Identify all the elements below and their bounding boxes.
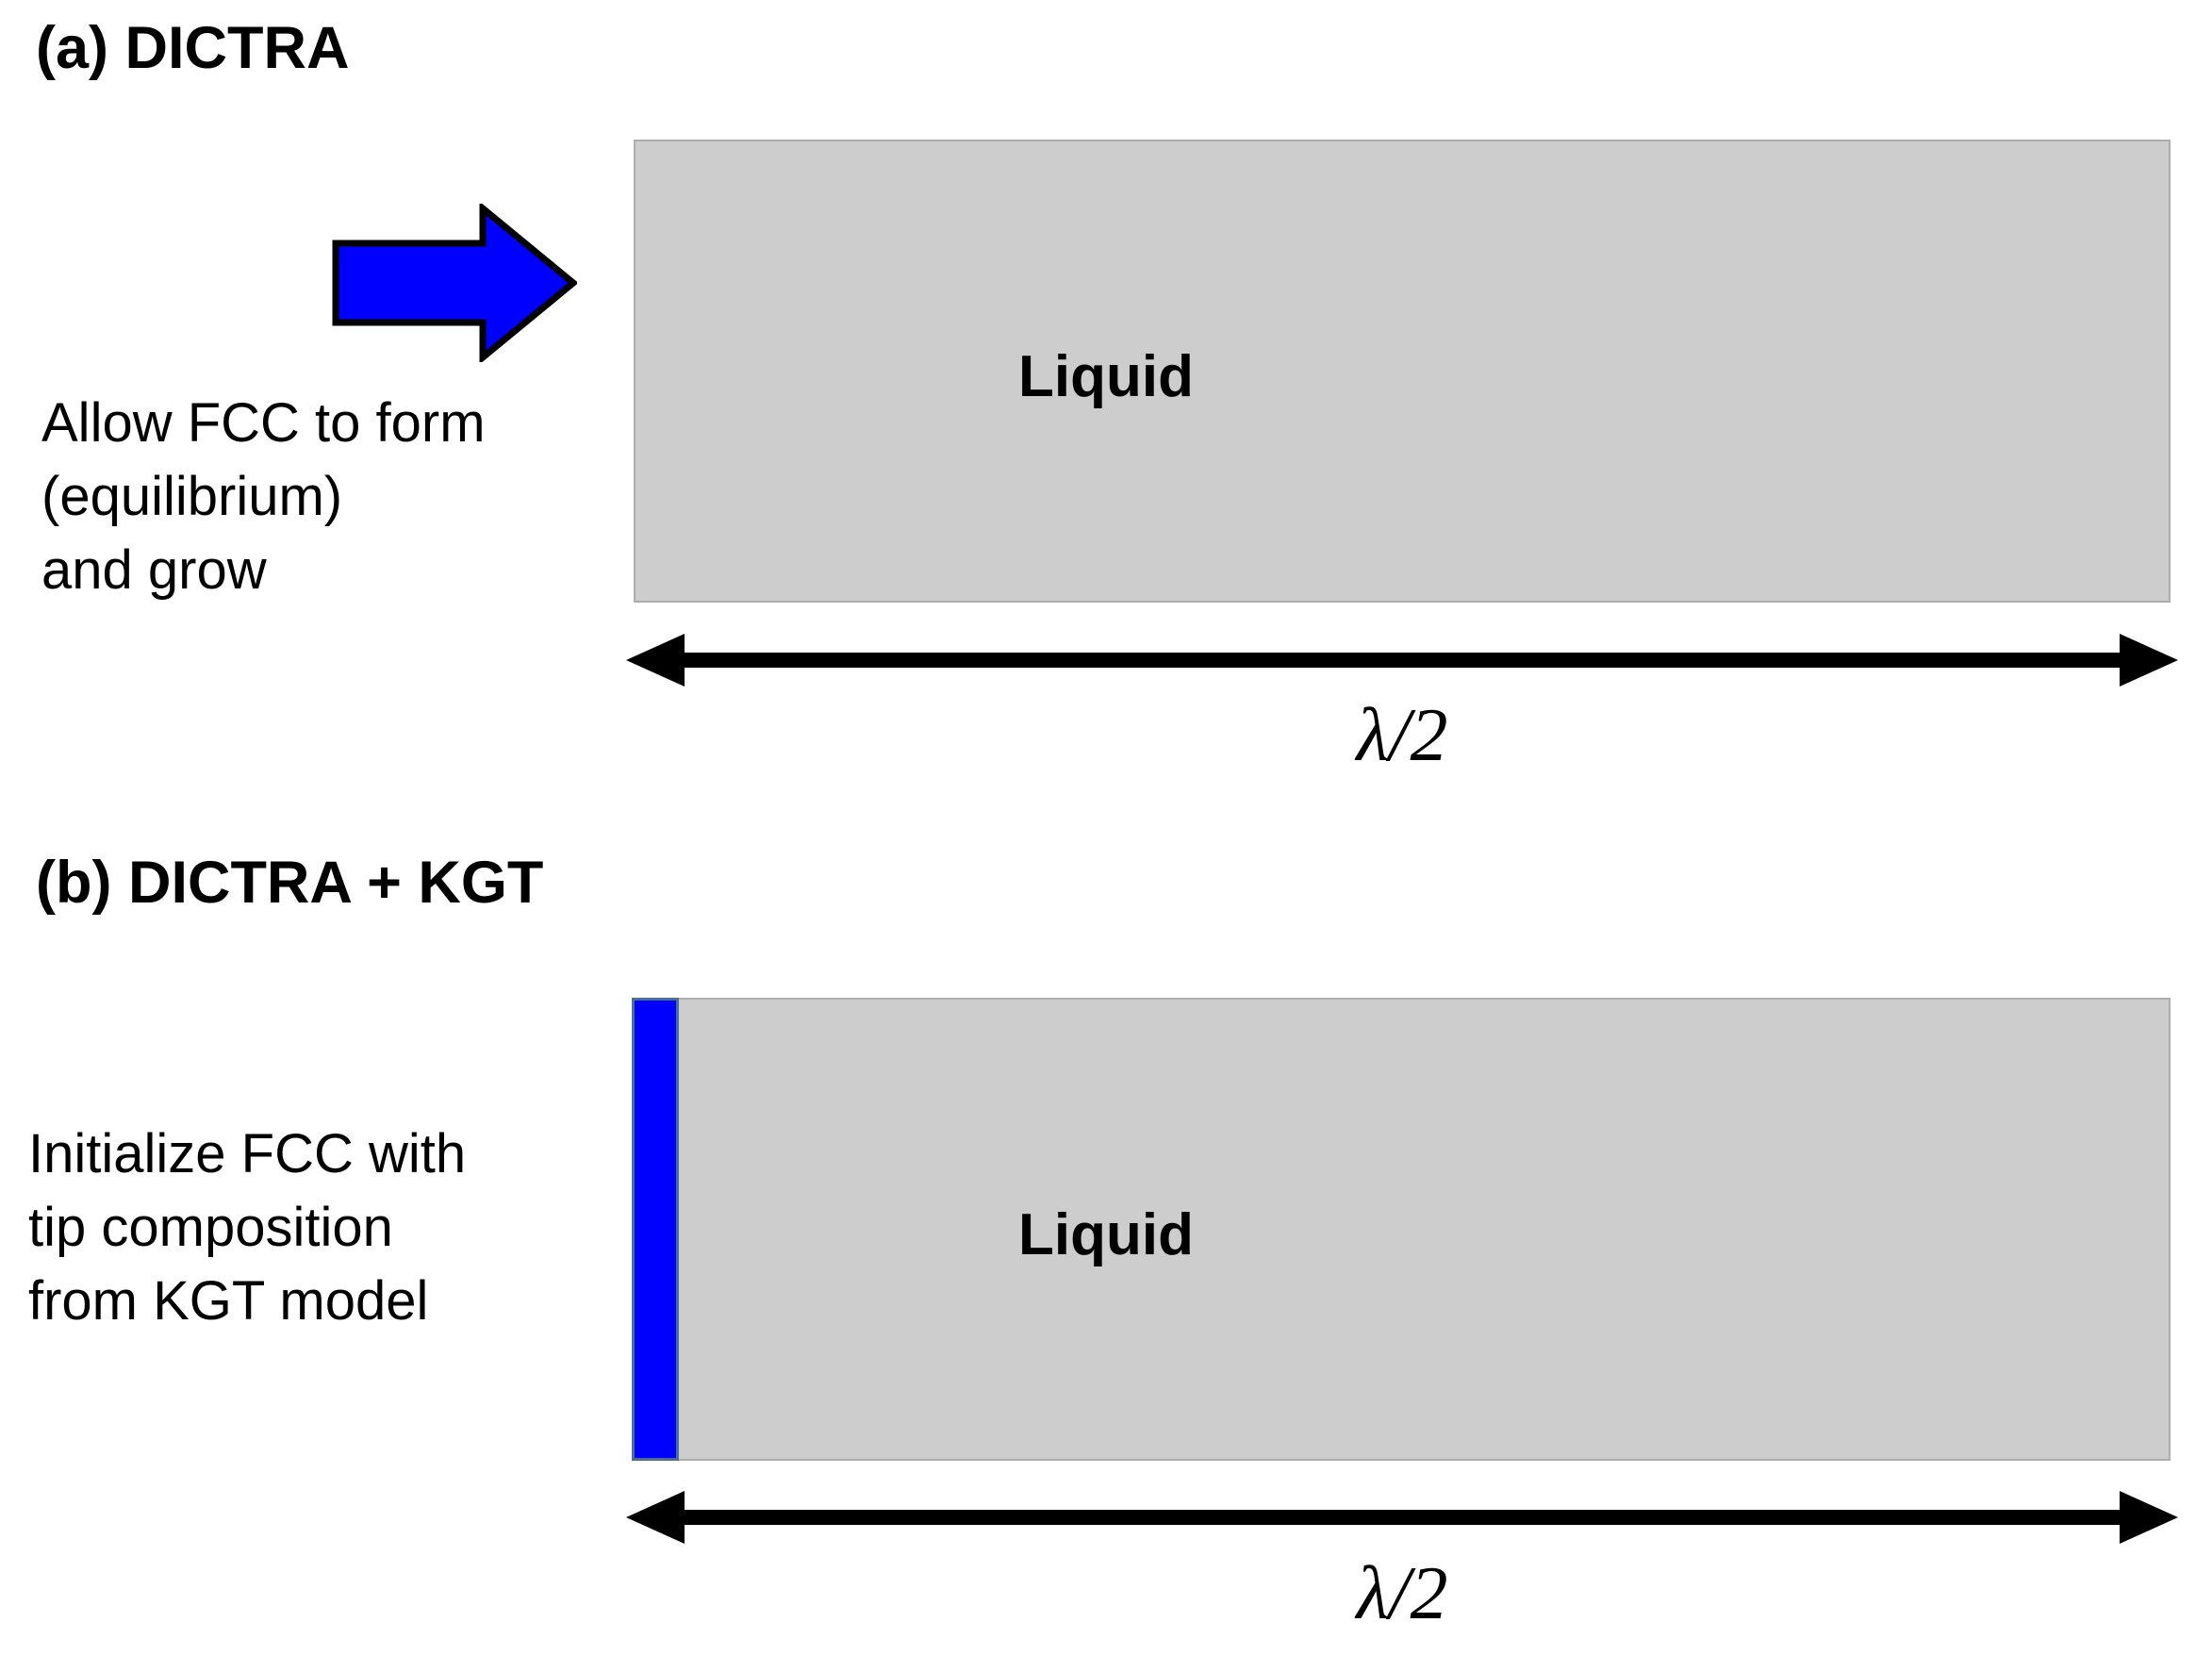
panel-a-title: (a) DICTRA <box>36 15 350 81</box>
panel-b-caption: Initialize FCC with tip composition from… <box>28 1117 466 1338</box>
caption-line: (equilibrium) <box>41 466 343 527</box>
fcc-seed-strip <box>632 998 679 1461</box>
liquid-label-a: Liquid <box>1018 344 1194 409</box>
caption-line: and grow <box>41 539 267 601</box>
dimension-arrow-a-icon <box>626 627 2178 693</box>
dimension-arrow-b-icon <box>626 1484 2178 1550</box>
liquid-domain-box-a <box>634 140 2171 603</box>
caption-line: Initialize FCC with <box>28 1123 467 1184</box>
caption-line: tip composition <box>28 1197 393 1258</box>
panel-a-caption: Allow FCC to form (equilibrium) and grow <box>41 387 486 607</box>
liquid-domain-box-b <box>634 998 2171 1461</box>
caption-line: Allow FCC to form <box>41 392 486 454</box>
lambda-half-label-b: λ/2 <box>1356 1552 1448 1635</box>
liquid-label-b: Liquid <box>1018 1202 1194 1267</box>
panel-b-title: (b) DICTRA + KGT <box>36 850 544 916</box>
blue-block-arrow-right-icon <box>332 201 579 365</box>
lambda-half-label-a: λ/2 <box>1356 694 1448 777</box>
caption-line: from KGT model <box>28 1270 429 1332</box>
